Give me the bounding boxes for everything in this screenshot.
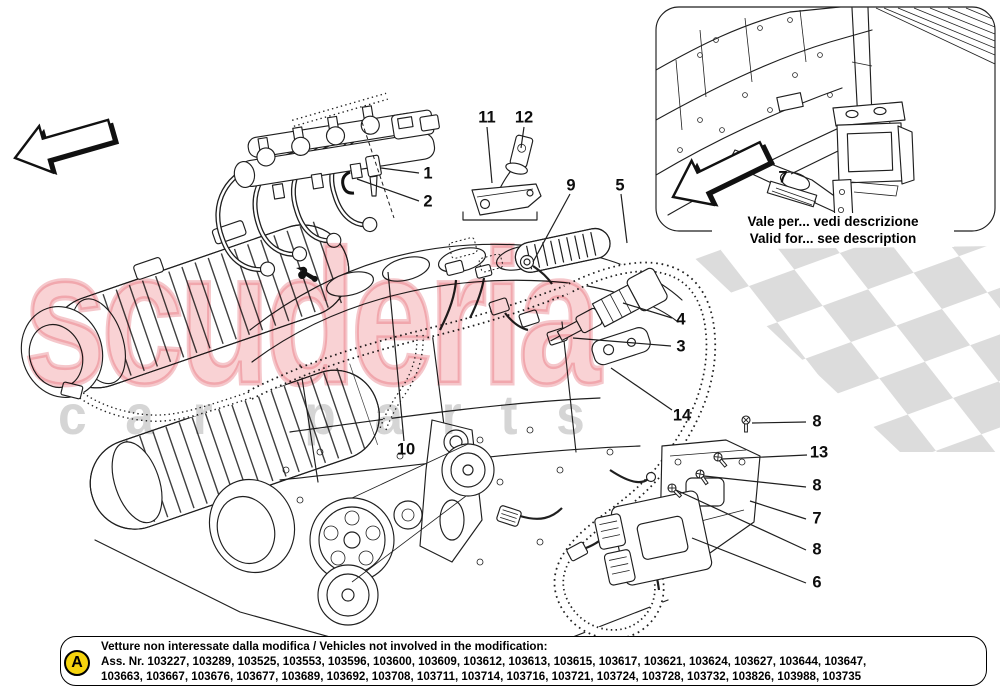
direction-arrow-icon	[7, 105, 124, 187]
inset-note-line-it: Vale per... vedi descrizione	[747, 214, 919, 229]
callout-5[interactable]: 5	[615, 176, 625, 195]
footnote-line-2: Ass. Nr. 103227, 103289, 103525, 103553,…	[101, 655, 867, 669]
footnote-line-1: Vetture non interessate dalla modifica /…	[101, 640, 548, 653]
callout-3[interactable]: 3	[676, 337, 686, 356]
callout-2[interactable]: 2	[423, 192, 433, 211]
callout-7-inset[interactable]: 7	[778, 168, 788, 187]
callout-10[interactable]: 10	[396, 440, 416, 459]
footnote-box: A Vetture non interessate dalla modifica…	[60, 636, 987, 686]
checkered-flag	[686, 246, 1000, 452]
callout-8-top[interactable]: 8	[812, 412, 822, 431]
callout-12[interactable]: 12	[514, 108, 534, 127]
engine-line-art	[20, 219, 683, 663]
injector-part	[341, 154, 382, 197]
callout-9[interactable]: 9	[566, 176, 576, 195]
inset-validity-note: Vale per... vedi descrizione Valid for..…	[712, 213, 954, 247]
footnote-badge: A	[64, 650, 90, 676]
callout-8-mid[interactable]: 8	[812, 476, 822, 495]
callout-1[interactable]: 1	[423, 164, 433, 183]
callout-6[interactable]: 6	[812, 573, 822, 592]
leader-lines	[356, 126, 808, 584]
coil-and-plug	[550, 267, 668, 366]
ecu-assembly	[594, 415, 761, 586]
callout-13[interactable]: 13	[809, 443, 829, 462]
ignition-coil-rail	[215, 89, 440, 277]
wrench-mark-icon	[296, 266, 318, 282]
footnote-line-3: 103663, 103667, 103676, 103677, 103689, …	[101, 670, 862, 684]
callout-14[interactable]: 14	[672, 406, 692, 425]
callout-7[interactable]: 7	[812, 509, 822, 528]
callout-8-bottom[interactable]: 8	[812, 540, 822, 559]
inset-note-line-en: Valid for... see description	[749, 231, 917, 246]
inset-box	[655, 6, 996, 232]
callout-11[interactable]: 11	[478, 108, 496, 127]
footnote-text: Vetture non interessate dalla modifica /…	[101, 639, 980, 685]
sensor-bracket	[462, 134, 542, 221]
callout-4[interactable]: 4	[676, 310, 686, 329]
